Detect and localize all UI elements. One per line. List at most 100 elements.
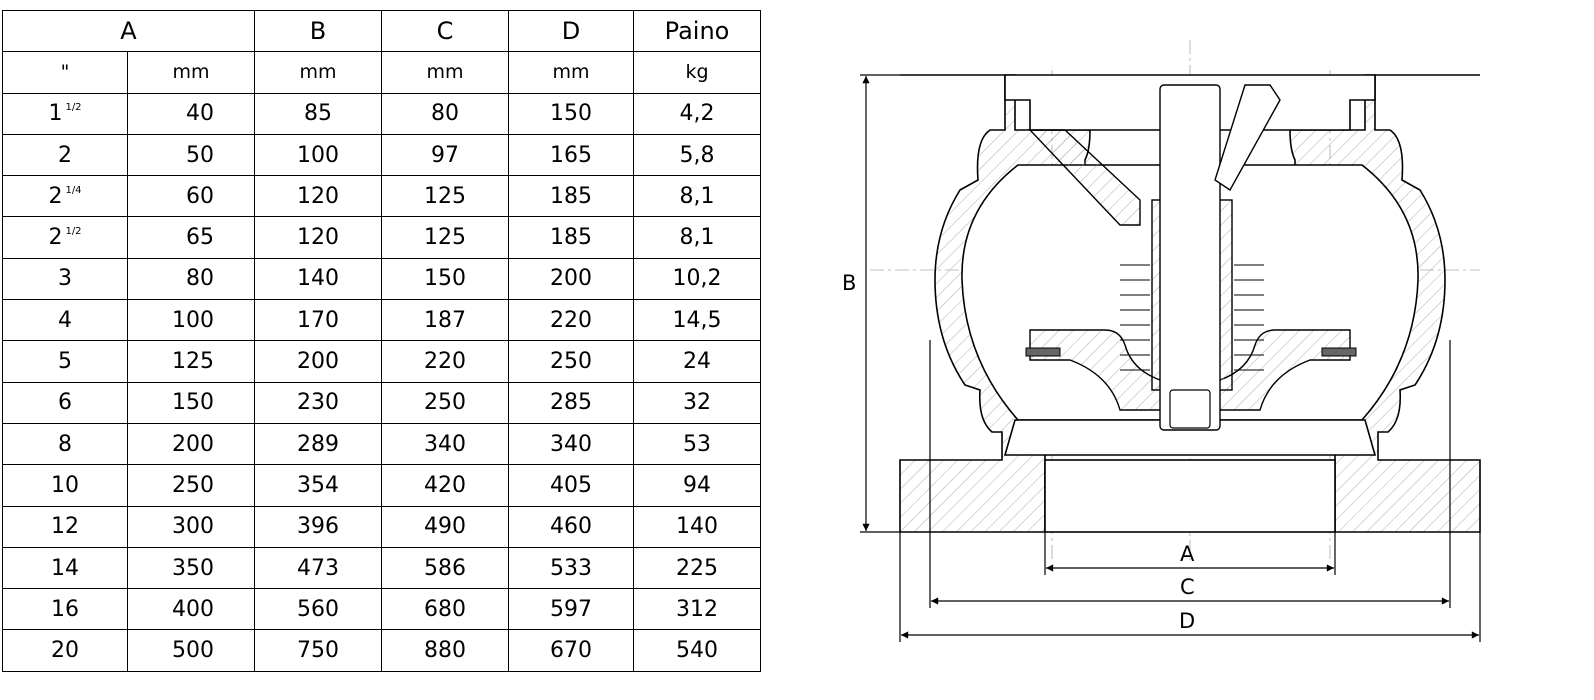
dim-d: 405 — [508, 464, 635, 507]
disc — [1029, 329, 1351, 411]
dim-d-value: 185 — [550, 183, 593, 209]
weight-kg-value: 53 — [683, 431, 712, 457]
size-inch: 8 — [2, 422, 128, 466]
dim-b: 120 — [254, 175, 383, 218]
spring-right — [1234, 264, 1264, 371]
dim-c-value: 250 — [424, 390, 467, 416]
size-a-mm: 65 — [126, 216, 256, 259]
dim-c-value: 80 — [431, 101, 460, 127]
dim-c: 680 — [381, 588, 510, 631]
size-a-mm: 60 — [126, 175, 256, 218]
dim-d: 185 — [508, 175, 635, 218]
dim-b: 396 — [254, 505, 383, 548]
weight-kg-value: 10,2 — [672, 266, 722, 292]
size-inch-value: 4 — [58, 307, 72, 333]
dim-c-value: 187 — [424, 307, 467, 333]
seal-right — [1321, 347, 1357, 357]
size-a-mm-value: 65 — [186, 225, 215, 251]
size-inch-value: 10 — [51, 472, 79, 498]
dim-b: 120 — [254, 216, 383, 259]
dim-b: 354 — [254, 464, 383, 507]
dim-c-value: 150 — [424, 266, 467, 292]
size-a-mm-value: 200 — [172, 431, 215, 457]
seal-left — [1025, 347, 1061, 357]
weight-kg-value: 5,8 — [679, 142, 715, 168]
weight-kg: 53 — [633, 422, 762, 466]
dim-b: 750 — [254, 629, 383, 672]
dim-d: 285 — [508, 381, 635, 424]
size-a-mm-value: 80 — [186, 266, 215, 292]
dim-b-value: 354 — [297, 472, 340, 498]
weight-kg: 5,8 — [633, 133, 762, 177]
dim-c-value: 880 — [424, 638, 467, 664]
size-a-mm: 500 — [126, 629, 256, 672]
dim-d: 460 — [508, 505, 635, 548]
dim-b: 200 — [254, 340, 383, 383]
size-a-mm: 150 — [126, 381, 256, 424]
dim-d: 250 — [508, 340, 635, 383]
dim-d: 150 — [508, 92, 635, 135]
dim-c: 250 — [381, 381, 510, 424]
weight-kg: 225 — [633, 546, 762, 590]
dim-d-value: 533 — [550, 555, 593, 581]
size-a-mm: 125 — [126, 340, 256, 383]
size-inch-value: 5 — [58, 349, 72, 375]
weight-kg-value: 94 — [683, 472, 712, 498]
weight-kg: 312 — [633, 588, 762, 631]
dim-c-value: 125 — [424, 225, 467, 251]
size-inch-value: 14 — [51, 555, 79, 581]
dim-c: 125 — [381, 216, 510, 259]
dim-b-value: 750 — [297, 638, 340, 664]
table-units-row: " mm mm mm mm kg — [2, 51, 762, 94]
weight-kg: 24 — [633, 340, 762, 383]
lever — [1214, 84, 1281, 192]
weight-kg: 14,5 — [633, 299, 762, 342]
size-inch-value: 20 — [51, 638, 79, 664]
weight-kg-value: 225 — [676, 555, 719, 581]
dim-d-value: 405 — [550, 472, 593, 498]
dim-d-value: 340 — [550, 431, 593, 457]
size-inch-value: 1 — [48, 101, 63, 127]
unit-kg: kg — [633, 51, 762, 94]
dim-d: 340 — [508, 422, 635, 466]
stem — [1159, 84, 1221, 431]
size-a-mm-value: 250 — [172, 472, 215, 498]
size-a-mm: 80 — [126, 257, 256, 301]
dim-c-value: 97 — [431, 142, 460, 168]
dim-d-value: 185 — [550, 225, 593, 251]
dim-d-value: 250 — [550, 349, 593, 375]
dim-b: 560 — [254, 588, 383, 631]
weight-kg: 10,2 — [633, 257, 762, 301]
size-inch: 2 — [2, 133, 128, 177]
dim-d: 597 — [508, 588, 635, 631]
dim-b: 170 — [254, 299, 383, 342]
weight-kg: 4,2 — [633, 92, 762, 135]
weight-kg: 540 — [633, 629, 762, 672]
header-b: B — [254, 9, 383, 53]
dim-b-value: 140 — [297, 266, 340, 292]
dim-b-value: 473 — [297, 555, 340, 581]
size-a-mm-value: 100 — [172, 307, 215, 333]
size-inch-value: 16 — [51, 596, 79, 622]
size-a-mm: 250 — [126, 464, 256, 507]
dim-d: 533 — [508, 546, 635, 590]
dim-b-value: 120 — [297, 183, 340, 209]
dim-c: 80 — [381, 92, 510, 135]
dim-b: 230 — [254, 381, 383, 424]
unit-a-mm: mm — [126, 51, 256, 94]
dimension-d — [899, 532, 1481, 642]
dim-c: 340 — [381, 422, 510, 466]
dim-d-value: 150 — [550, 101, 593, 127]
dim-c-value: 490 — [424, 514, 467, 540]
dim-d: 670 — [508, 629, 635, 672]
dim-b-value: 120 — [297, 225, 340, 251]
dim-c: 586 — [381, 546, 510, 590]
size-a-mm: 400 — [126, 588, 256, 631]
